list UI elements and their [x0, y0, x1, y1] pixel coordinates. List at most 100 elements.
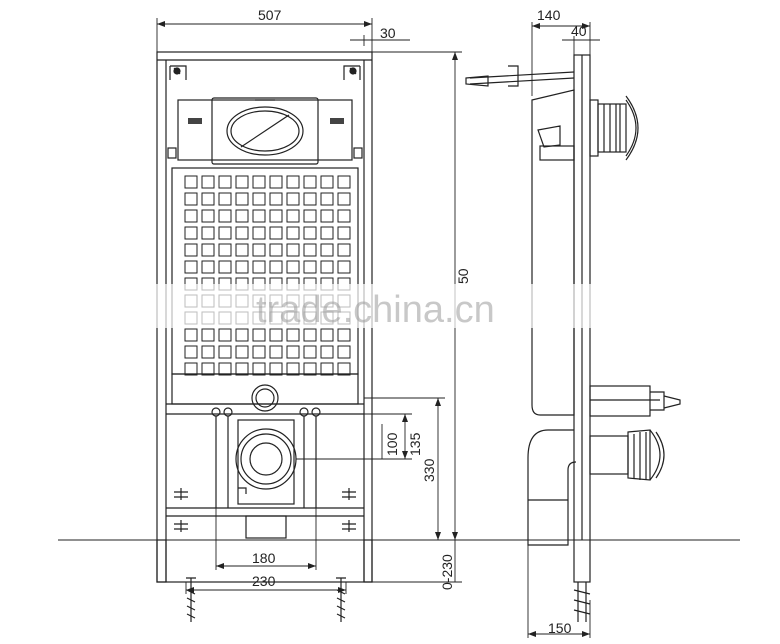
grid-tile — [218, 209, 232, 223]
grid-tile — [286, 175, 300, 189]
dim-40-label: 40 — [571, 23, 587, 39]
dim-230-label: 230 — [252, 573, 276, 589]
dim-507-label: 507 — [258, 7, 282, 23]
grid-tile — [269, 328, 283, 342]
drain-outlet-upper — [251, 384, 279, 412]
grid-tile — [184, 345, 198, 359]
grid-tile — [320, 192, 334, 206]
grid-tile — [252, 362, 266, 376]
grid-tile — [184, 362, 198, 376]
grid-tile — [184, 260, 198, 274]
grid-tile — [286, 243, 300, 257]
grid-tile — [252, 243, 266, 257]
grid-tile — [218, 345, 232, 359]
grid-tile — [218, 175, 232, 189]
waste-pipe-housing — [237, 419, 295, 505]
dim-150-label: 150 — [548, 620, 572, 636]
grid-tile — [303, 243, 317, 257]
grid-tile — [269, 226, 283, 240]
front-view — [156, 51, 373, 583]
waste-pipe — [235, 428, 297, 490]
grid-tile — [218, 362, 232, 376]
flush-actuator — [597, 103, 627, 153]
grid-tile — [201, 226, 215, 240]
grid-tile — [337, 175, 351, 189]
grid-tile — [201, 243, 215, 257]
dim-330-label: 330 — [421, 458, 437, 482]
grid-tile — [184, 243, 198, 257]
grid-tile — [235, 345, 249, 359]
grid-tile — [320, 226, 334, 240]
grid-tile — [337, 226, 351, 240]
grid-tile — [218, 243, 232, 257]
dim-0-230-label: 0-230 — [439, 554, 455, 590]
grid-tile — [201, 209, 215, 223]
dim-50-label: 50 — [455, 268, 471, 284]
flush-plate — [211, 97, 319, 165]
grid-tile — [320, 209, 334, 223]
grid-tile — [286, 328, 300, 342]
bend-pipe — [527, 429, 577, 546]
grid-tile — [235, 192, 249, 206]
dim-135-label: 135 — [407, 432, 423, 456]
outlet-connector — [627, 429, 651, 481]
grid-tile — [337, 345, 351, 359]
grid-tile — [218, 260, 232, 274]
grid-tile — [320, 362, 334, 376]
grid-tile — [184, 226, 198, 240]
grid-tile — [235, 328, 249, 342]
grid-tile — [252, 192, 266, 206]
watermark-text: trade.china.cn — [256, 289, 495, 331]
grid-tile — [286, 226, 300, 240]
grid-tile — [269, 209, 283, 223]
grid-tile — [252, 328, 266, 342]
grid-tile — [320, 260, 334, 274]
grid-tile — [286, 260, 300, 274]
dimension-lines — [156, 18, 600, 638]
dim-100-label: 100 — [384, 432, 400, 456]
grid-tile — [337, 192, 351, 206]
watermark-band — [150, 284, 600, 328]
grid-tile — [269, 243, 283, 257]
grid-tile — [252, 226, 266, 240]
grid-tile — [252, 209, 266, 223]
grid-tile — [286, 362, 300, 376]
grid-tile — [235, 209, 249, 223]
grid-tile — [201, 192, 215, 206]
dim-180-label: 180 — [252, 550, 276, 566]
grid-tile — [320, 345, 334, 359]
dim-30-label: 30 — [380, 25, 396, 41]
grid-tile — [184, 175, 198, 189]
grid-tile — [303, 192, 317, 206]
dim-140-label: 140 — [537, 7, 561, 23]
grid-tile — [303, 209, 317, 223]
grid-tile — [218, 328, 232, 342]
grid-tile — [269, 260, 283, 274]
grid-tile — [184, 192, 198, 206]
grid-tile — [320, 328, 334, 342]
grid-tile — [269, 345, 283, 359]
grid-tile — [252, 345, 266, 359]
grid-tile — [201, 345, 215, 359]
grid-tile — [269, 362, 283, 376]
front-lower — [156, 373, 373, 622]
grid-tile — [235, 260, 249, 274]
grid-tile — [337, 362, 351, 376]
cistern — [531, 89, 575, 416]
grid-tile — [303, 175, 317, 189]
grid-tile — [201, 328, 215, 342]
flush-button — [226, 106, 304, 156]
grid-tile — [269, 192, 283, 206]
grid-tile — [303, 345, 317, 359]
grid-tile — [252, 175, 266, 189]
grid-tile — [269, 175, 283, 189]
panel-grid — [184, 175, 351, 376]
water-inlet — [589, 385, 651, 417]
grid-tile — [303, 328, 317, 342]
grid-tile — [286, 209, 300, 223]
side-view — [465, 54, 681, 622]
grid-tile — [303, 362, 317, 376]
grid-tile — [235, 175, 249, 189]
grid-tile — [337, 328, 351, 342]
